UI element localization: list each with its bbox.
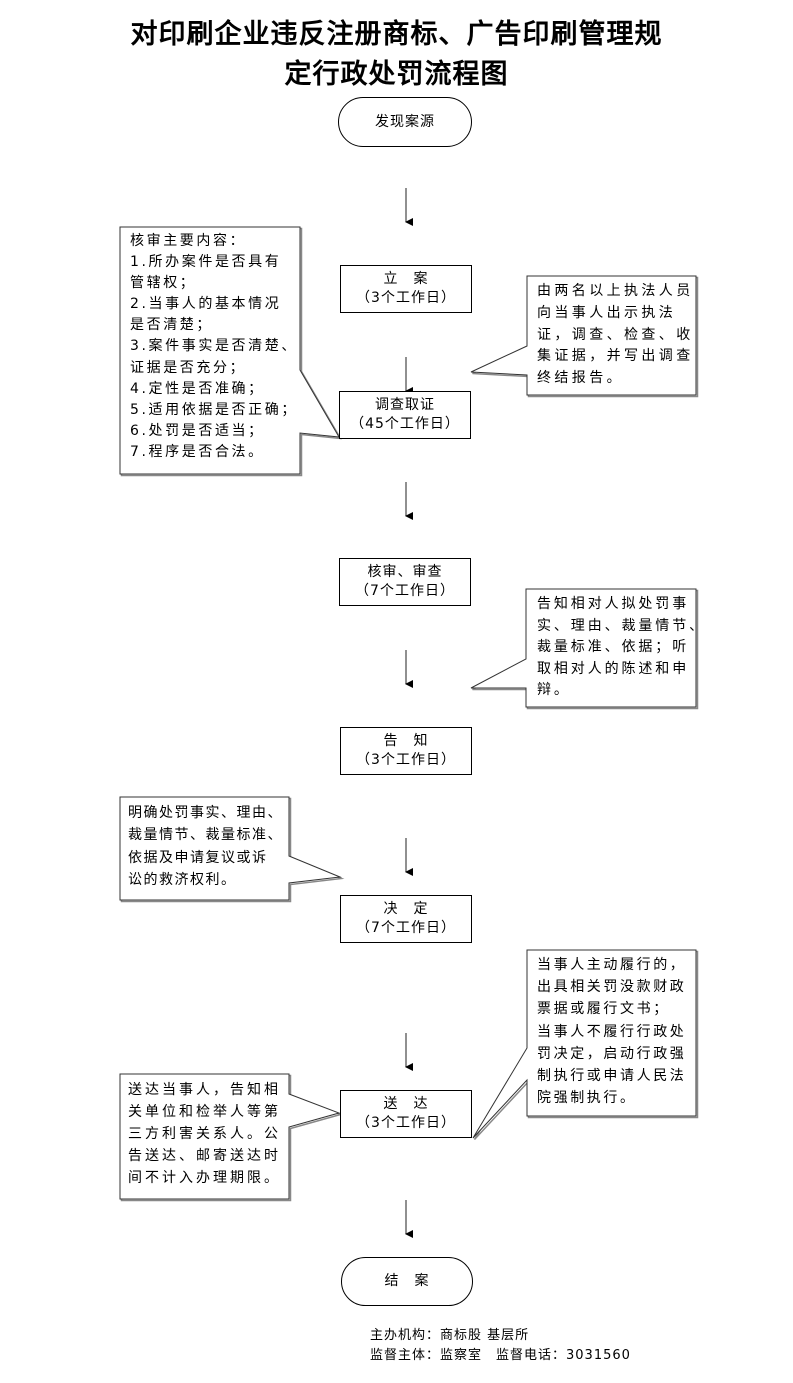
- end-node-label: 结 案: [384, 1273, 430, 1289]
- callout-execution: [472, 949, 699, 1141]
- note-line: 制执行或申请人民法: [537, 1068, 687, 1085]
- step-duration: （3个工作日）: [356, 1115, 456, 1131]
- note-line: 辩。: [537, 682, 571, 698]
- note-line: 出具相关罚没款财政: [537, 979, 687, 996]
- end-node: 结 案: [341, 1257, 473, 1306]
- step-node-filing: 立 案 （3个工作日）: [340, 265, 472, 313]
- note-line: 裁量情节、裁量标准、: [128, 827, 283, 844]
- footer-supervision: 监督主体：监察室 监督电话：3031560: [370, 1348, 631, 1363]
- page-title-line-1: 对印刷企业违反注册商标、广告印刷管理规: [130, 19, 663, 50]
- note-line: 间不计入办理期限。: [128, 1170, 281, 1186]
- note-line: 管辖权；: [130, 275, 197, 292]
- note-line: 7.程序是否合法。: [130, 443, 265, 460]
- note-line: 依据及申请复议或诉: [128, 849, 268, 866]
- step-label: 告 知: [383, 733, 429, 749]
- step-label: 核审、审查: [367, 564, 443, 580]
- note-line: 终结报告。: [537, 370, 624, 387]
- step-node-investigation: 调查取证 （45个工作日）: [339, 391, 471, 439]
- step-label: 调查取证: [375, 397, 435, 413]
- note-line: 罚决定，启动行政强: [537, 1045, 687, 1062]
- step-duration: （7个工作日）: [355, 583, 455, 599]
- callout-service: [119, 1073, 343, 1202]
- step-label: 送 达: [383, 1096, 429, 1112]
- note-line: 4.定性是否准确；: [130, 380, 265, 397]
- note-line: 告知相对人拟处罚事: [537, 596, 690, 612]
- callout-review-text: 核审主要内容： 1.所办案件是否具有 管辖权； 2.当事人的基本情况 是否清楚；…: [130, 231, 298, 463]
- note-line: 关单位和检举人等第: [128, 1104, 281, 1120]
- step-label: 立 案: [383, 271, 429, 287]
- note-line: 取相对人的陈述和申: [537, 660, 690, 677]
- step-duration: （45个工作日）: [350, 416, 460, 432]
- note-line: 核审主要内容：: [130, 233, 247, 249]
- note-line: 裁量标准、依据；听: [537, 639, 690, 655]
- note-line: 当事人主动履行的，: [537, 957, 687, 973]
- step-node-service: 送 达 （3个工作日）: [340, 1090, 472, 1138]
- note-line: 向当事人出示执法: [537, 304, 677, 321]
- note-line: 院强制执行。: [537, 1090, 637, 1107]
- note-line: 2.当事人的基本情况: [130, 296, 282, 313]
- callout-decision-text: 明确处罚事实、理由、 裁量情节、裁量标准、 依据及申请复议或诉 讼的救济权利。: [128, 802, 283, 891]
- callout-decision: [119, 796, 345, 903]
- callout-review: [119, 226, 342, 477]
- callout-investigation-text: 由两名以上执法人员 向当事人出示执法 证，调查、检查、收 集证据，并写出调查 终…: [537, 281, 694, 390]
- callout-notification-text: 告知相对人拟处罚事 实、理由、裁量情节、 裁量标准、依据；听 取相对人的陈述和申…: [537, 594, 706, 702]
- note-line: 1.所办案件是否具有: [130, 254, 282, 271]
- note-line: 当事人不履行行政处: [537, 1023, 687, 1040]
- note-line: 证据是否充分；: [130, 359, 247, 376]
- note-line: 送达当事人，告知相: [128, 1082, 281, 1098]
- note-line: 三方利害关系人。公: [128, 1126, 281, 1142]
- note-line: 由两名以上执法人员: [537, 283, 694, 299]
- step-duration: （3个工作日）: [356, 290, 456, 306]
- step-node-decision: 决 定 （7个工作日）: [340, 895, 472, 943]
- step-duration: （3个工作日）: [356, 752, 456, 768]
- note-line: 集证据，并写出调查: [537, 348, 694, 365]
- callout-investigation: [470, 275, 699, 398]
- step-node-notification: 告 知 （3个工作日）: [340, 727, 472, 775]
- step-node-review: 核审、审查 （7个工作日）: [339, 558, 471, 606]
- note-line: 是否清楚；: [130, 317, 213, 334]
- step-label: 决 定: [383, 901, 429, 917]
- note-line: 实、理由、裁量情节、: [537, 617, 706, 634]
- note-line: 告送达、邮寄送达时: [128, 1148, 281, 1164]
- note-line: 票据或履行文书；: [537, 1001, 670, 1018]
- step-duration: （7个工作日）: [356, 920, 456, 936]
- start-node: 发现案源: [338, 97, 472, 147]
- note-line: 明确处罚事实、理由、: [128, 805, 283, 821]
- note-line: 3.案件事实是否清楚、: [130, 338, 298, 355]
- footer-organizer: 主办机构：商标股 基层所: [370, 1328, 530, 1343]
- note-line: 讼的救济权利。: [128, 871, 237, 888]
- callout-service-text: 送达当事人，告知相 关单位和检举人等第 三方利害关系人。公 告送达、邮寄送达时 …: [128, 1079, 281, 1189]
- note-line: 证，调查、检查、收: [537, 326, 694, 343]
- callout-notification: [470, 588, 699, 710]
- start-node-label: 发现案源: [375, 113, 435, 130]
- note-line: 6.处罚是否适当；: [130, 422, 265, 439]
- callout-execution-text: 当事人主动履行的， 出具相关罚没款财政 票据或履行文书； 当事人不履行行政处 罚…: [537, 954, 686, 1109]
- note-line: 5.适用依据是否正确；: [130, 401, 298, 418]
- page-title-line-2: 定行政处罚流程图: [284, 59, 509, 90]
